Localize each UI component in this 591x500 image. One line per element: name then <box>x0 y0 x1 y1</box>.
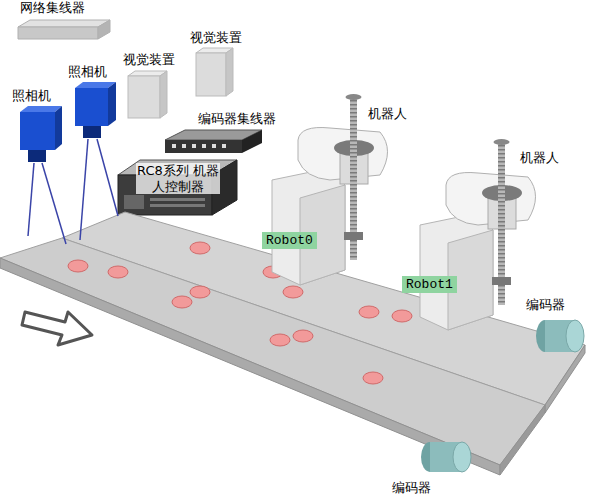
network-hub <box>18 20 110 39</box>
hub-label: 编码器集线器 <box>198 111 276 127</box>
scara-robot <box>272 94 388 285</box>
robot-name: Robot0 <box>266 233 313 248</box>
encoder-label: 编码器 <box>392 480 431 496</box>
encoder <box>421 442 471 472</box>
camera-wire <box>28 139 118 244</box>
camera-label: 照相机 <box>12 88 51 104</box>
device-label: 视觉装置 <box>190 30 242 46</box>
robot-label: 机器人 <box>520 150 559 166</box>
encoder-label: 编码器 <box>526 297 565 313</box>
camera-label: 照相机 <box>68 64 107 80</box>
controller-label: RC8系列 机器人控制器 <box>136 163 220 194</box>
camera <box>75 82 116 138</box>
encoder-hub <box>165 130 262 153</box>
vision-device <box>128 71 167 118</box>
robot-name: Robot1 <box>406 277 453 292</box>
robot-tag: Robot0 <box>262 232 317 249</box>
robot-tag: Robot1 <box>402 276 457 293</box>
device-label: 视觉装置 <box>123 52 175 68</box>
camera <box>20 106 62 162</box>
robot-label: 机器人 <box>368 106 407 122</box>
encoder <box>536 320 584 352</box>
vision-device <box>196 48 233 96</box>
scara-robot <box>420 139 536 330</box>
workpieces <box>68 242 412 384</box>
robot-controller <box>118 160 237 215</box>
hub-label: 网络集线器 <box>20 0 85 16</box>
flow-arrow <box>22 312 92 345</box>
